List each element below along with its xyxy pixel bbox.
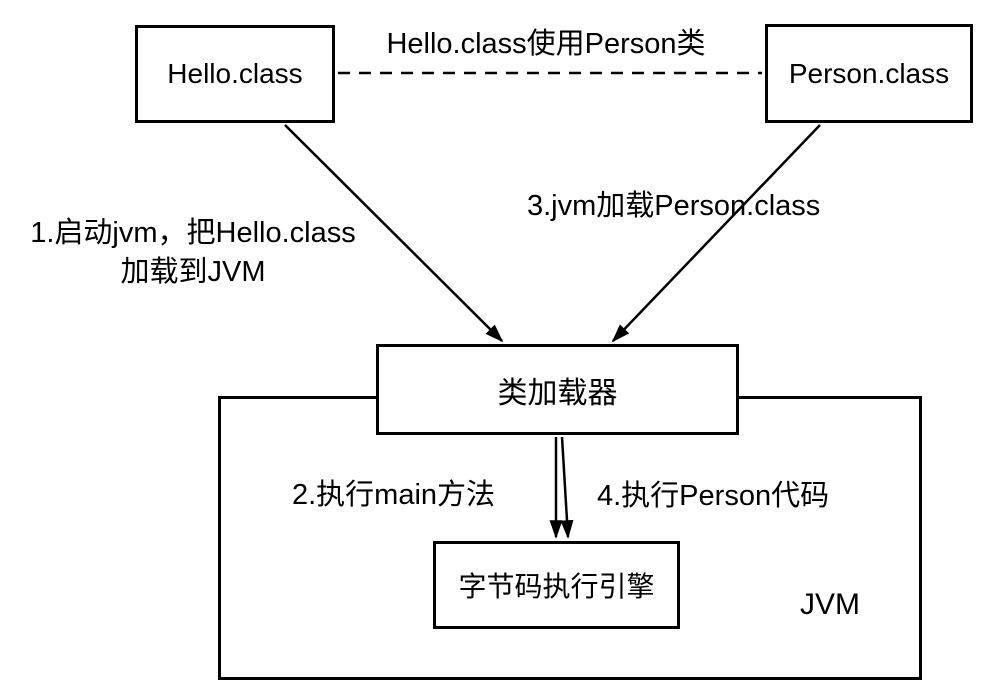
- step1-label: 1.启动jvm，把Hello.class 加载到JVM: [8, 214, 378, 292]
- jvm-container-box: [218, 396, 922, 680]
- step1-line1: 1.启动jvm，把Hello.class: [30, 217, 356, 249]
- step3-label: 3.jvm加载Person.class: [527, 190, 821, 222]
- class-loader-box: 类加载器: [376, 344, 739, 435]
- hello-class-box: Hello.class: [135, 25, 335, 123]
- hello-class-label: Hello.class: [167, 58, 303, 89]
- jvm-label: JVM: [800, 588, 860, 621]
- step4-label: 4.执行Person代码: [597, 480, 830, 512]
- arrow-person-to-loader: [611, 124, 821, 343]
- person-class-box: Person.class: [765, 24, 973, 123]
- step1-line2: 加载到JVM: [120, 256, 266, 288]
- uses-relation-label: Hello.class使用Person类: [386, 28, 706, 60]
- bytecode-engine-label: 字节码执行引擎: [458, 571, 655, 602]
- person-class-label: Person.class: [788, 57, 950, 89]
- step2-label: 2.执行main方法: [292, 479, 496, 511]
- bytecode-engine-box: 字节码执行引擎: [433, 541, 680, 629]
- class-loader-label: 类加载器: [497, 376, 618, 410]
